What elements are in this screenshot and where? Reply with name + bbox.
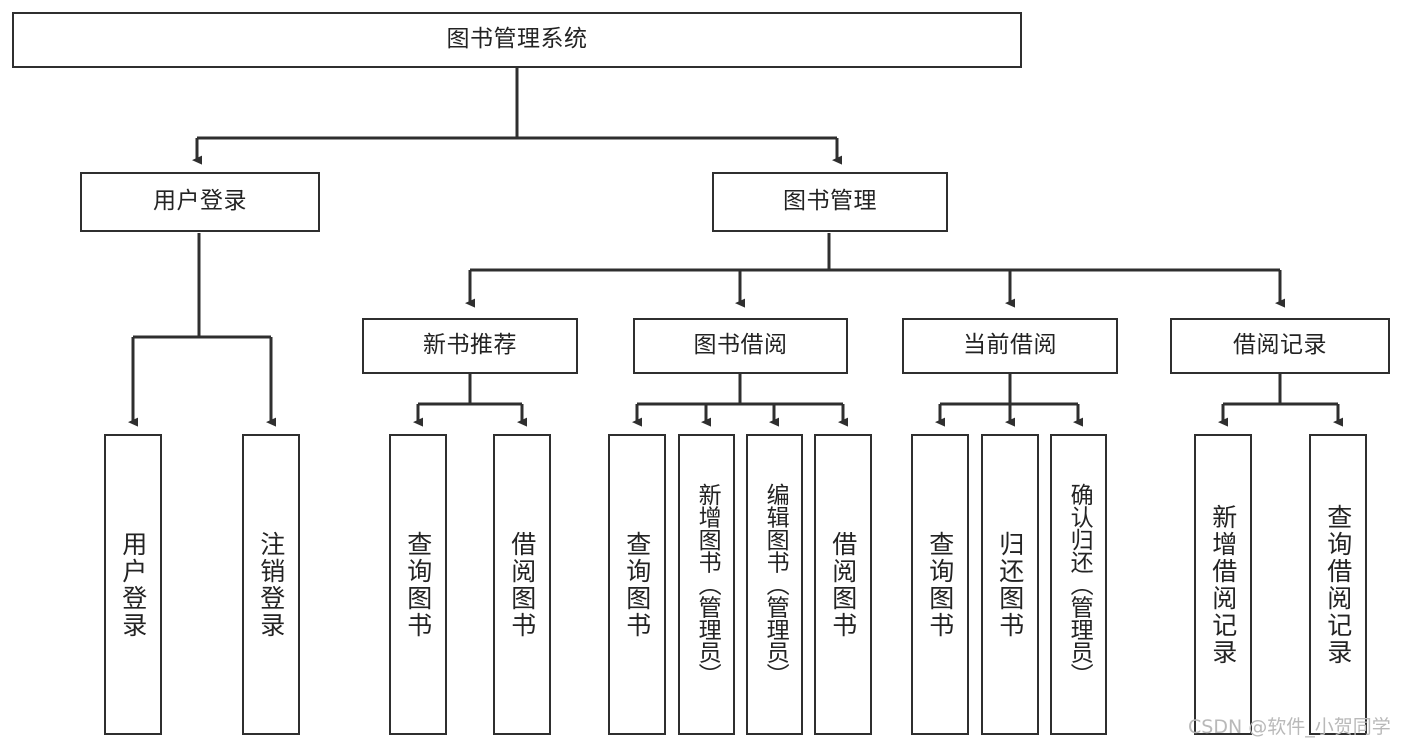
node-book-borrow[interactable]: 图书借阅 [633, 318, 848, 374]
node-borrow-record-label: 借阅记录 [1233, 332, 1327, 359]
node-book-manage[interactable]: 图书管理 [712, 172, 948, 232]
node-leaf-borrow-book-2[interactable]: 借阅图书 [814, 434, 872, 735]
node-leaf-confirm-return-label: 确认归还（管理员） [1066, 483, 1093, 686]
node-leaf-add-record-label: 新增借阅记录 [1208, 503, 1238, 666]
node-leaf-query-book-2-label: 查询图书 [622, 530, 652, 639]
node-current-borrow-label: 当前借阅 [963, 332, 1057, 359]
node-book-borrow-label: 图书借阅 [693, 332, 788, 359]
node-user-login-label: 用户登录 [153, 188, 247, 215]
node-leaf-borrow-book-2-label: 借阅图书 [828, 530, 858, 639]
node-root-label: 图书管理系统 [446, 26, 588, 53]
node-borrow-record[interactable]: 借阅记录 [1170, 318, 1390, 374]
node-leaf-logout[interactable]: 注销登录 [242, 434, 300, 735]
node-current-borrow[interactable]: 当前借阅 [902, 318, 1118, 374]
node-leaf-query-record-label: 查询借阅记录 [1323, 503, 1353, 666]
node-leaf-edit-book-label: 编辑图书（管理员） [762, 483, 789, 686]
node-book-manage-label: 图书管理 [783, 188, 877, 215]
node-root[interactable]: 图书管理系统 [12, 12, 1022, 68]
node-leaf-query-book-2[interactable]: 查询图书 [608, 434, 666, 735]
node-leaf-return-book-label: 归还图书 [995, 530, 1025, 639]
node-leaf-query-book-1[interactable]: 查询图书 [389, 434, 447, 735]
node-leaf-add-book[interactable]: 新增图书（管理员） [678, 434, 735, 735]
node-leaf-user-login-label: 用户登录 [118, 530, 148, 639]
node-leaf-query-book-3-label: 查询图书 [925, 530, 955, 639]
node-leaf-borrow-book-1[interactable]: 借阅图书 [493, 434, 551, 735]
node-leaf-confirm-return[interactable]: 确认归还（管理员） [1050, 434, 1107, 735]
node-new-book-recommend-label: 新书推荐 [423, 332, 517, 359]
node-leaf-logout-label: 注销登录 [256, 530, 286, 639]
node-leaf-query-book-3[interactable]: 查询图书 [911, 434, 969, 735]
node-leaf-edit-book[interactable]: 编辑图书（管理员） [746, 434, 803, 735]
watermark: CSDN @软件_小贺同学 [1188, 716, 1391, 738]
node-new-book-recommend[interactable]: 新书推荐 [362, 318, 578, 374]
node-leaf-add-record[interactable]: 新增借阅记录 [1194, 434, 1252, 735]
node-leaf-borrow-book-1-label: 借阅图书 [507, 530, 537, 639]
node-user-login[interactable]: 用户登录 [80, 172, 320, 232]
node-leaf-query-book-1-label: 查询图书 [403, 530, 433, 639]
node-leaf-user-login[interactable]: 用户登录 [104, 434, 162, 735]
node-leaf-return-book[interactable]: 归还图书 [981, 434, 1039, 735]
node-leaf-query-record[interactable]: 查询借阅记录 [1309, 434, 1367, 735]
node-leaf-add-book-label: 新增图书（管理员） [694, 483, 721, 686]
